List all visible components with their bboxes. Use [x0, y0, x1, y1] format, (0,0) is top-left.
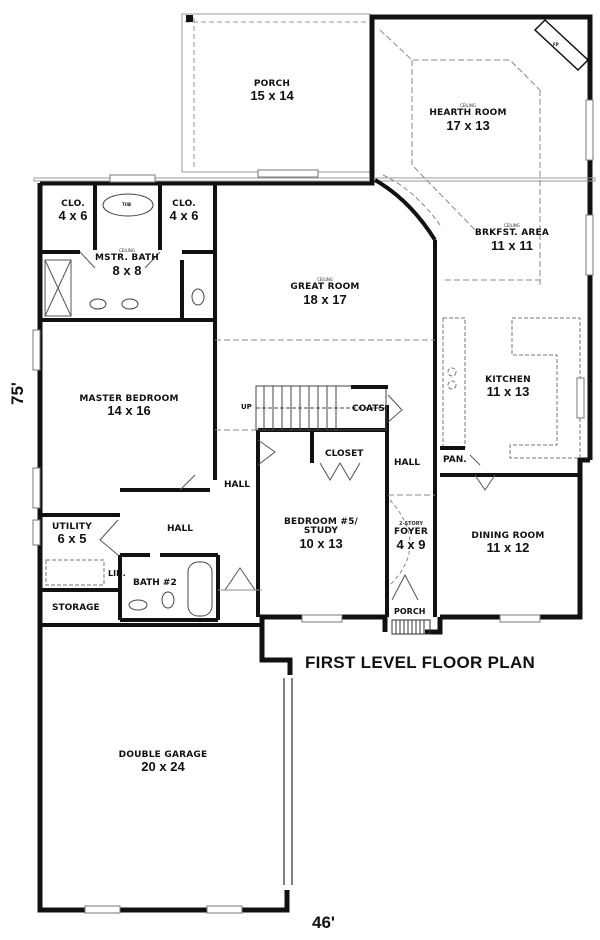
- room-closet-right: CLO. 4 x 6: [169, 199, 199, 224]
- label-hall-south: HALL: [167, 524, 193, 534]
- room-name: UTILITY: [52, 522, 92, 532]
- label-linen: LIN.: [108, 569, 126, 578]
- room-dims: 20 x 24: [141, 759, 185, 775]
- staircase: [255, 385, 387, 431]
- exterior-wall-front-porch: [425, 617, 443, 635]
- room-dims: 4 x 6: [169, 208, 199, 224]
- washer-dryer-icon: [45, 559, 105, 586]
- porch-column: [186, 15, 193, 22]
- room-foyer: 2-STORY FOYER 4 x 9: [393, 521, 429, 552]
- exterior-wall-front: [259, 614, 388, 675]
- room-name: CLO.: [61, 199, 85, 209]
- room-dims: 8 x 8: [112, 262, 142, 278]
- room-dims: 11 x 11: [491, 237, 533, 253]
- room-name: HEARTH ROOM: [429, 108, 507, 119]
- exterior-wall-rear: [40, 14, 593, 460]
- room-name: GREAT ROOM: [290, 282, 360, 293]
- room-name: BEDROOM #5/: [283, 517, 359, 527]
- room-great-room: CEILING GREAT ROOM 18 x 17: [290, 277, 360, 307]
- room-porch-rear: PORCH 15 x 14: [250, 79, 294, 104]
- label-front-porch: PORCH: [394, 607, 426, 616]
- room-name: MASTER BEDROOM: [79, 394, 179, 404]
- room-note: CEILING: [503, 223, 520, 228]
- room-name: PORCH: [253, 79, 291, 89]
- foyer-arch: [389, 499, 411, 586]
- label-bath2: BATH #2: [133, 578, 177, 588]
- room-name-line2: STUDY: [303, 526, 339, 537]
- overall-width-dimension: 46': [312, 913, 335, 932]
- label-closet: CLOSET: [325, 449, 364, 459]
- room-master-bath: CEILING MSTR. BATH 8 x 8: [94, 248, 160, 278]
- curved-wall: [374, 178, 437, 242]
- ceiling-line: [379, 29, 541, 91]
- room-dims: 4 x 6: [58, 208, 88, 224]
- fireplace-icon: [533, 18, 590, 72]
- room-dims: 11 x 12: [486, 540, 530, 556]
- room-dims: 17 x 13: [446, 117, 490, 133]
- room-dims: 11 x 13: [486, 384, 530, 400]
- room-breakfast-area: CEILING BRKFST. AREA 11 x 11: [474, 223, 550, 253]
- label-fireplace: FP: [553, 42, 559, 47]
- room-note: CEILING: [119, 248, 135, 253]
- room-double-garage: DOUBLE GARAGE 20 x 24: [118, 750, 208, 775]
- room-note: 2-STORY: [398, 521, 424, 527]
- ceiling-line: [411, 60, 479, 234]
- exterior-trim: [33, 177, 596, 182]
- room-note: CEILING: [460, 103, 476, 108]
- room-closet-left: CLO. 4 x 6: [58, 199, 88, 224]
- room-name: DOUBLE GARAGE: [118, 750, 208, 760]
- room-name: BRKFST. AREA: [474, 228, 550, 239]
- room-dims: 6 x 5: [57, 531, 87, 547]
- room-dims: 4 x 9: [396, 536, 426, 552]
- room-dims: 10 x 13: [299, 535, 343, 551]
- sink-icon: [121, 298, 139, 310]
- room-name: MSTR. BATH: [94, 253, 160, 264]
- toilet-icon: [161, 591, 175, 609]
- curved-ceiling-line: [382, 174, 441, 226]
- overall-depth-dimension: 75': [8, 382, 27, 405]
- label-tub: TUB: [122, 202, 132, 207]
- room-name: DINING ROOM: [471, 531, 545, 541]
- exterior-wall-left: [37, 183, 290, 913]
- sink-icon: [128, 599, 148, 611]
- room-name: FOYER: [393, 527, 429, 538]
- room-dining-room: DINING ROOM 11 x 12: [471, 531, 545, 556]
- room-kitchen: KITCHEN 11 x 13: [485, 375, 531, 400]
- room-dims: 14 x 16: [107, 403, 151, 419]
- windows: [32, 99, 594, 914]
- room-note: CEILING: [316, 277, 333, 282]
- shower-icon: [44, 259, 72, 317]
- label-pantry: PAN.: [443, 455, 467, 465]
- label-stairs-up: UP: [241, 403, 252, 411]
- plan-title: FIRST LEVEL FLOOR PLAN: [305, 653, 536, 672]
- tub-icon: [102, 193, 154, 217]
- room-name: CLO.: [172, 199, 196, 209]
- label-hall-foyer: HALL: [394, 458, 420, 468]
- room-utility: UTILITY 6 x 5: [52, 522, 92, 547]
- label-storage: STORAGE: [52, 603, 100, 613]
- room-hearth-room: CEILING HEARTH ROOM 17 x 13: [429, 103, 507, 133]
- front-steps: [391, 619, 431, 635]
- bathtub-icon: [187, 561, 213, 617]
- toilet-icon: [191, 288, 205, 306]
- label-coats: COATS: [352, 404, 385, 414]
- room-dims: 18 x 17: [303, 291, 347, 307]
- label-hall-west: HALL: [224, 480, 250, 490]
- room-dims: 15 x 14: [250, 88, 294, 104]
- room-master-bedroom: MASTER BEDROOM 14 x 16: [79, 394, 179, 419]
- sink-icon: [89, 298, 107, 310]
- room-name: KITCHEN: [485, 375, 531, 385]
- room-bedroom5-study: BEDROOM #5/ STUDY 10 x 13: [283, 517, 359, 551]
- doors: [79, 251, 496, 601]
